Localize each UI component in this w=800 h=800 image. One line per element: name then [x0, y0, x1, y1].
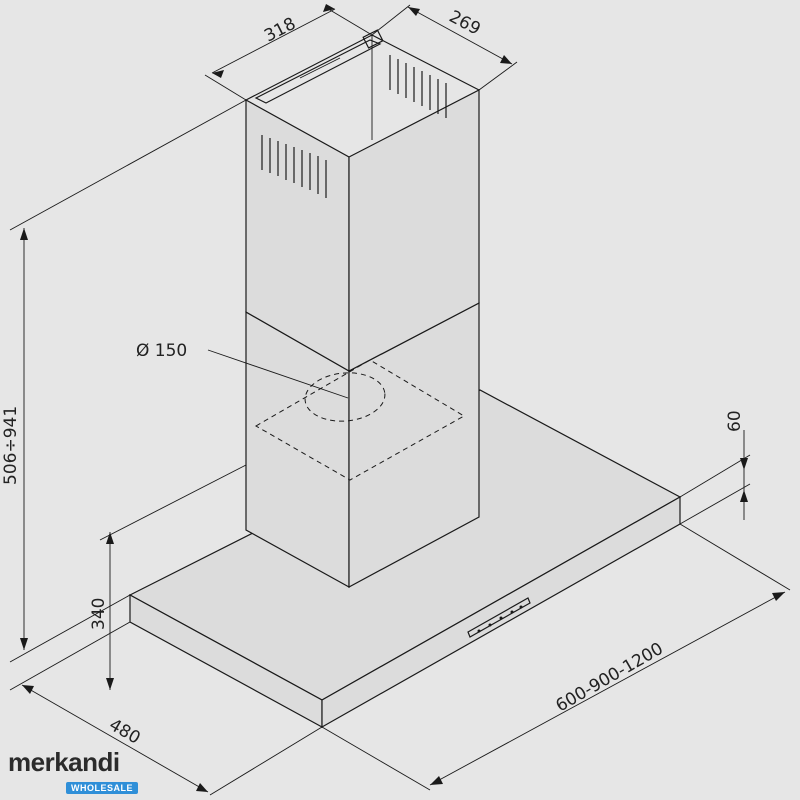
- dim-label-widths: 600-900-1200: [553, 639, 667, 717]
- vent-slots-back: [389, 55, 447, 118]
- dim-label-total-height: 506÷941: [1, 406, 21, 485]
- chimney-top-rim: [245, 34, 480, 101]
- vent-slots-front: [261, 135, 327, 198]
- duct-outline: [207, 349, 465, 481]
- dim-label-width-chimney: 318: [261, 14, 299, 47]
- dim-label-canopy-height: 340: [89, 598, 109, 630]
- logo-badge: WHOLESALE: [66, 782, 138, 794]
- control-panel: [467, 597, 531, 638]
- dimension-arrows: [20, 4, 785, 792]
- dim-label-depth-chimney: 269: [446, 7, 484, 40]
- merkandi-logo: merkandi WHOLESALE: [8, 748, 138, 795]
- dim-label-canopy-thickness: 60: [725, 410, 745, 432]
- upper-chimney-right: [348, 89, 480, 372]
- dimension-lines: [9, 4, 791, 796]
- chimney: [245, 29, 480, 589]
- logo-wordmark: merkandi: [8, 747, 120, 777]
- dim-label-duct-diameter: Ø 150: [136, 341, 187, 361]
